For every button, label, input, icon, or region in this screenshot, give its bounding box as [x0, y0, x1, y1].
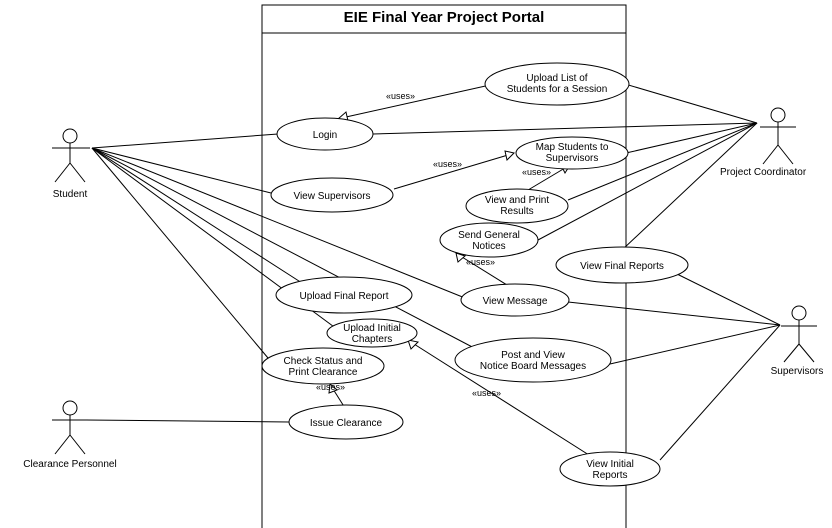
use-case-label: Check Status and	[284, 356, 363, 367]
assoc-coordinator-results	[567, 122, 758, 201]
uses-arrowhead	[504, 150, 515, 161]
uses-label: «uses»	[472, 388, 501, 398]
use-case-label: Upload Initial	[343, 323, 401, 334]
use-case-label: Issue Clearance	[310, 418, 383, 429]
actor-label: Clearance Personnel	[23, 459, 116, 470]
use-case-label: Send General	[458, 230, 520, 241]
use-case-label: Notice Board Messages	[480, 361, 586, 372]
uses-view-initial-upload-initial	[413, 343, 601, 463]
system-title: EIE Final Year Project Portal	[344, 9, 545, 26]
uses-label: «uses»	[522, 167, 551, 177]
actor-label: Supervisors	[771, 366, 824, 377]
use-case-label: View Final Reports	[580, 261, 664, 272]
use-case-label: Upload List of	[526, 73, 587, 84]
use-case-label: Post and View	[501, 350, 566, 361]
uses-arrowhead	[407, 339, 420, 350]
uses-arrowhead	[455, 252, 466, 263]
use-case-map-students[interactable]: Map Students to Supervisors	[515, 136, 629, 170]
use-case-upload-final-report[interactable]: Upload Final Report	[275, 276, 413, 314]
assoc-coordinator-final-reports	[621, 122, 758, 251]
use-cases: Upload List of Students for a Session Lo…	[261, 62, 689, 487]
uses-label: «uses»	[433, 159, 462, 169]
assoc-student-view-message	[91, 147, 466, 299]
use-case-post-view-notice-board[interactable]: Post and View Notice Board Messages	[454, 337, 612, 383]
uses-view-supervisors-map	[393, 154, 509, 190]
use-case-label: Reports	[592, 470, 627, 481]
actor-label: Project Coordinator	[720, 167, 807, 178]
use-case-label: Upload Final Report	[300, 291, 389, 302]
use-case-view-final-reports[interactable]: View Final Reports	[555, 246, 689, 284]
assoc-student-view-supervisors	[91, 147, 276, 195]
uses-labels: «uses» «uses» «uses» «uses» «uses» «uses…	[316, 91, 551, 398]
use-case-label: View Supervisors	[293, 191, 370, 202]
assoc-coordinator-notices	[537, 122, 758, 241]
assoc-supervisors-view-message	[567, 301, 781, 326]
use-case-label: Supervisors	[546, 153, 599, 164]
use-case-send-notices[interactable]: Send General Notices	[439, 222, 539, 258]
assoc-clearance-issue	[85, 419, 290, 423]
stick-figure-icon	[781, 305, 817, 363]
use-case-view-message[interactable]: View Message	[460, 283, 570, 317]
use-case-label: View Initial	[586, 459, 634, 470]
use-case-label: Results	[500, 206, 533, 217]
use-case-issue-clearance[interactable]: Issue Clearance	[288, 404, 404, 440]
uses-label: «uses»	[316, 382, 345, 392]
assoc-coordinator-map	[625, 122, 758, 154]
use-case-view-supervisors[interactable]: View Supervisors	[270, 177, 394, 213]
actor-supervisors[interactable]: Supervisors	[771, 305, 824, 377]
stick-figure-icon	[760, 107, 796, 165]
uses-label: «uses»	[466, 257, 495, 267]
use-case-label: Login	[313, 130, 337, 141]
assoc-student-check-status	[91, 147, 269, 359]
assoc-student-post-view	[91, 147, 479, 351]
assoc-coordinator-upload-list	[624, 83, 758, 124]
actor-project-coordinator[interactable]: Project Coordinator	[720, 107, 807, 178]
use-case-upload-initial-chapters[interactable]: Upload Initial Chapters	[326, 318, 418, 348]
use-case-label: View and Print	[485, 195, 550, 206]
assoc-supervisors-post-view	[609, 324, 781, 365]
use-case-label: Chapters	[352, 334, 393, 345]
use-case-label: Print Clearance	[289, 367, 358, 378]
uses-arrowhead	[328, 383, 338, 394]
use-case-label: Map Students to	[536, 142, 609, 153]
uses-relations	[328, 84, 601, 463]
use-case-label: Students for a Session	[507, 84, 608, 95]
uses-upload-list-login	[345, 84, 491, 118]
actor-student[interactable]: Student	[52, 128, 90, 200]
actor-clearance-personnel[interactable]: Clearance Personnel	[23, 400, 117, 470]
use-case-label: Notices	[472, 241, 505, 252]
use-case-view-print-results[interactable]: View and Print Results	[465, 188, 569, 224]
assoc-student-login	[91, 133, 279, 149]
actor-label: Student	[53, 189, 88, 200]
assoc-student-upload-final	[91, 147, 303, 284]
use-case-check-status[interactable]: Check Status and Print Clearance	[261, 347, 385, 385]
stick-figure-icon	[52, 400, 88, 455]
stick-figure-icon	[52, 128, 90, 183]
assoc-supervisors-final-reports	[676, 273, 781, 326]
assoc-coordinator-login	[372, 122, 758, 135]
use-case-login[interactable]: Login	[276, 117, 374, 151]
associations	[85, 83, 781, 461]
use-case-label: View Message	[483, 296, 548, 307]
use-case-upload-list[interactable]: Upload List of Students for a Session	[484, 62, 630, 106]
uses-label: «uses»	[386, 91, 415, 101]
use-case-view-initial-reports[interactable]: View Initial Reports	[559, 451, 661, 487]
assoc-supervisors-view-initial	[659, 324, 781, 461]
